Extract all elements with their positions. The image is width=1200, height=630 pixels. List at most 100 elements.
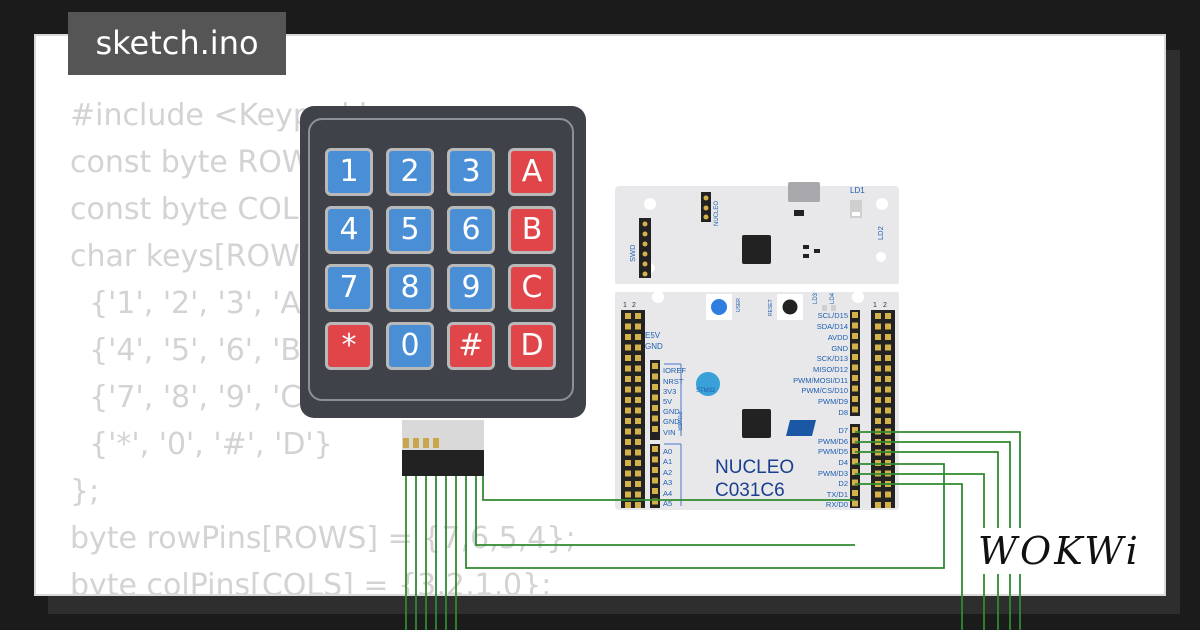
header-pin [875,344,881,351]
keypad: 1 2 3 A 4 5 6 B 7 8 9 C * 0 # D [300,106,586,418]
header-pin [885,355,891,361]
key-2[interactable]: 2 [386,148,434,196]
header-pin [875,355,881,361]
right-header-num-1: 1 [873,302,877,309]
header-pin [635,334,641,340]
swd-label: SWD [628,244,637,263]
board-name-line2: C031C6 [715,480,785,501]
keypad-connector[interactable] [402,420,484,476]
header-pin [885,386,891,393]
header-pin [885,397,891,403]
key-star[interactable]: * [325,322,373,370]
board-name: NUCLEO C031C6 [715,456,794,502]
header-pin [635,460,641,466]
header-pin [625,491,631,498]
header-pin [625,334,631,340]
pin-d5: PWM/D5 [818,447,848,456]
left-header-num-2: 2 [632,302,636,309]
header-pin [625,397,631,403]
header-pin [625,344,631,351]
header-pin [635,365,641,372]
header-pin [875,502,881,508]
header-pin [875,365,881,372]
header-pin [625,355,631,361]
key-d[interactable]: D [508,322,556,370]
pin-d4: D4 [838,458,848,467]
key-a[interactable]: A [508,148,556,196]
key-8[interactable]: 8 [386,264,434,312]
header-pin [852,427,858,433]
key-9[interactable]: 9 [447,264,495,312]
header-pin [852,500,858,507]
header-pin [852,364,858,371]
header-pin [635,481,641,487]
header-pin [635,397,641,403]
key-6[interactable]: 6 [447,206,495,254]
header-pin [625,470,631,477]
pin-sda-d14: SDA/D14 [816,322,848,331]
pin-a1: A1 [663,457,673,466]
code-line: }; [70,474,100,509]
key-hash[interactable]: # [447,322,495,370]
key-0[interactable]: 0 [386,322,434,370]
key-7[interactable]: 7 [325,264,373,312]
header-pin [852,312,858,318]
pin-rx-d0: RX/D0 [825,500,848,509]
pin-5v: 5V [663,397,673,406]
stm32-logo: STM32 [696,388,716,394]
e5v-label: E5V [645,331,661,340]
header-pin [625,376,631,382]
header-pin [885,313,891,319]
ld3-label: LD3 [813,292,819,304]
pin-d3: PWM/D3 [818,469,848,478]
header-pin [875,418,881,424]
key-b[interactable]: B [508,206,556,254]
key-c[interactable]: C [508,264,556,312]
header-pin [885,344,891,351]
file-tab-label[interactable]: sketch.ino [68,12,286,75]
pin-gnd: GND [663,407,680,416]
header-pin [852,322,858,329]
key-1[interactable]: 1 [325,148,373,196]
header-pin [652,488,658,494]
pin-cs-d10: PWM/CS/D10 [801,386,848,395]
header-pin [875,323,881,330]
header-pin [852,396,858,402]
pin-mosi-d11: PWM/MOSI/D11 [793,376,848,385]
header-pin [852,490,858,496]
header-pin [625,365,631,372]
header-pin [852,343,858,350]
header-pin [635,491,641,498]
key-3[interactable]: 3 [447,148,495,196]
header-pin [852,448,858,454]
header-pin [635,355,641,361]
ld1-label: LD1 [850,186,865,195]
wire [482,470,855,501]
header-pin [885,418,891,424]
code-line: byte colPins[COLS] = {3,2,1,0}; [70,568,552,596]
gnd-label: GND [645,342,663,351]
pin-vin: VIN [663,428,676,437]
nucleo-board[interactable] [615,182,899,510]
header-pin [875,491,881,498]
pin-scl-d15: SCL/D15 [817,311,848,320]
ld4-label: LD4 [830,292,836,304]
header-pin [885,407,891,414]
header-pin [652,467,658,473]
header-pin [625,418,631,424]
header-pin [652,446,658,452]
header-pin [625,439,631,445]
pin-d2: D2 [838,479,848,488]
header-pin [852,479,858,486]
header-pin [652,384,658,390]
header-pin [652,477,658,484]
header-pin [635,418,641,424]
pin-a2: A2 [663,468,673,477]
key-5[interactable]: 5 [386,206,434,254]
pin-miso-d12: MISO/D12 [812,365,848,374]
header-pin [885,365,891,372]
header-pin [625,313,631,319]
key-4[interactable]: 4 [325,206,373,254]
header-pin [625,481,631,487]
